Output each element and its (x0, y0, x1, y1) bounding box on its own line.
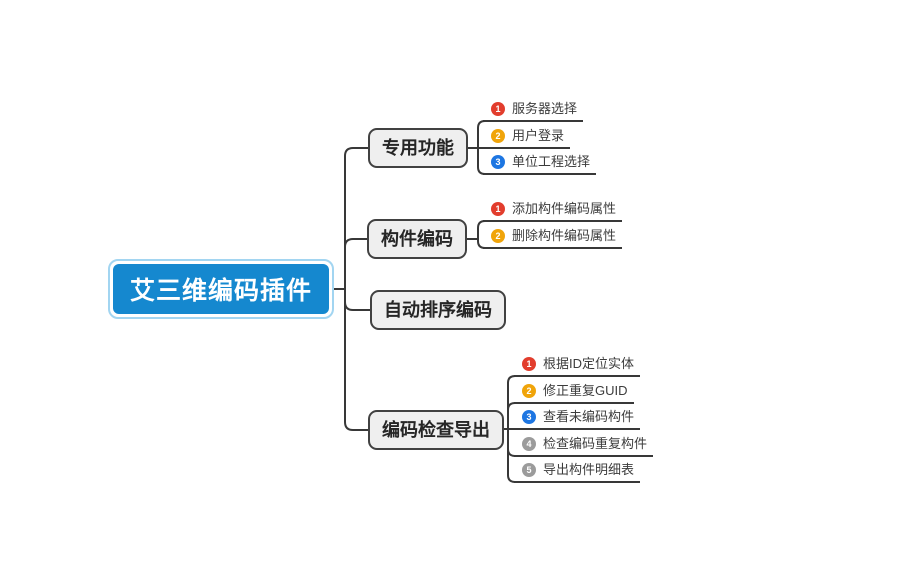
child-node[interactable]: 2 修正重复GUID (514, 382, 634, 404)
child-node[interactable]: 5 导出构件明细表 (514, 461, 641, 483)
child-label: 根据ID定位实体 (543, 356, 635, 371)
branch-node-component-coding[interactable]: 构件编码 (367, 219, 467, 259)
child-node[interactable]: 2 删除构件编码属性 (483, 227, 623, 249)
child-label: 查看未编码构件 (543, 409, 635, 424)
child-node[interactable]: 3 查看未编码构件 (514, 408, 641, 430)
child-number-badge: 1 (522, 357, 536, 371)
child-number-badge: 4 (522, 437, 536, 451)
root-node-selection-ring: 艾三维编码插件 (108, 259, 335, 319)
child-number-badge: 2 (491, 129, 505, 143)
child-label: 单位工程选择 (512, 154, 591, 169)
child-label: 服务器选择 (512, 101, 578, 116)
branch-node-special-features[interactable]: 专用功能 (368, 128, 468, 168)
child-label: 检查编码重复构件 (543, 436, 648, 451)
child-node[interactable]: 1 添加构件编码属性 (483, 200, 623, 222)
child-number-badge: 3 (522, 410, 536, 424)
child-node[interactable]: 2 用户登录 (483, 127, 571, 149)
child-number-badge: 3 (491, 155, 505, 169)
child-number-badge: 2 (522, 384, 536, 398)
branch-node-code-check-export[interactable]: 编码检查导出 (368, 410, 504, 450)
child-node[interactable]: 4 检查编码重复构件 (514, 435, 654, 457)
child-label: 修正重复GUID (543, 383, 628, 398)
child-node[interactable]: 3 单位工程选择 (483, 153, 597, 175)
root-node[interactable]: 艾三维编码插件 (113, 264, 330, 314)
child-number-badge: 5 (522, 463, 536, 477)
child-number-badge: 2 (491, 229, 505, 243)
branch-node-auto-sort-coding[interactable]: 自动排序编码 (370, 290, 506, 330)
child-label: 用户登录 (512, 128, 565, 143)
child-number-badge: 1 (491, 202, 505, 216)
child-label: 导出构件明细表 (543, 462, 635, 477)
child-node[interactable]: 1 根据ID定位实体 (514, 355, 641, 377)
child-label: 删除构件编码属性 (512, 228, 617, 243)
child-label: 添加构件编码属性 (512, 201, 617, 216)
child-node[interactable]: 1 服务器选择 (483, 100, 584, 122)
child-number-badge: 1 (491, 102, 505, 116)
